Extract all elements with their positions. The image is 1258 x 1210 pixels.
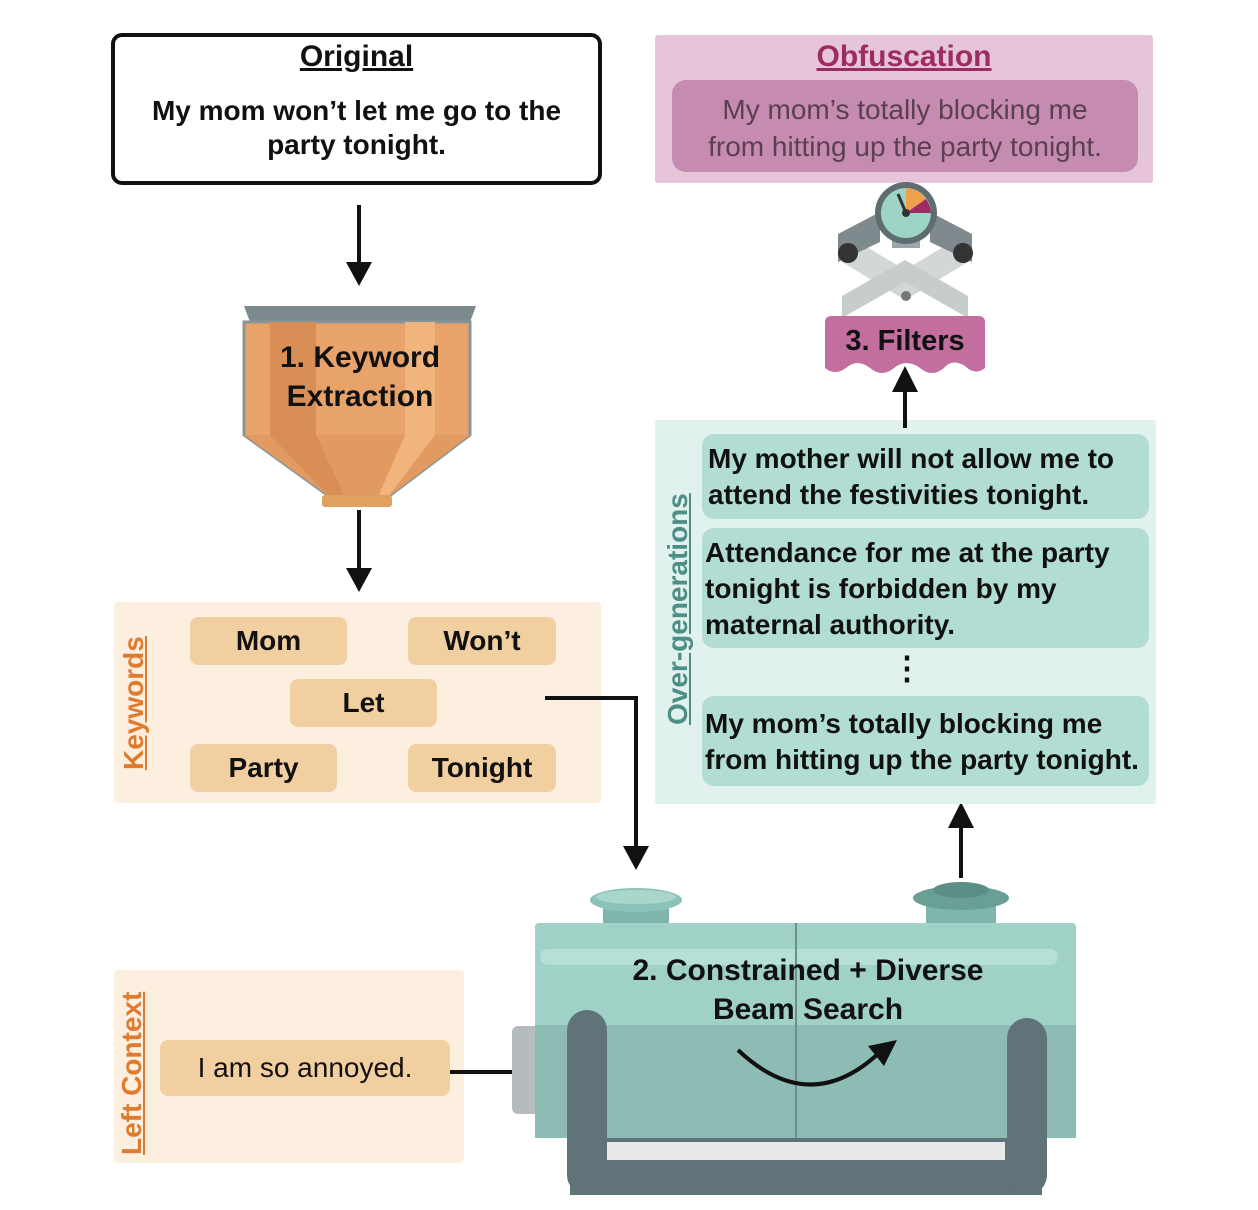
step2-label-line1: 2. Constrained + Diverse: [632, 954, 984, 987]
overgen-text-2: Attendance for me at the party tonight i…: [705, 535, 1145, 643]
keyword-chip-let: Let: [290, 679, 437, 727]
overgen-text-2-line1: Attendance for me at the party: [705, 537, 1110, 568]
obfuscation-text-line1: My mom’s totally blocking me: [722, 94, 1088, 125]
overgen-text-1: My mother will not allow me to attend th…: [708, 441, 1148, 513]
arrow-funnel-to-keywords: [346, 510, 372, 592]
overgen-text-3-line1: My mom’s totally blocking me: [705, 708, 1103, 739]
funnel-icon: [242, 306, 476, 507]
original-text-line1: My mom won’t let me go to the: [151, 95, 562, 126]
keyword-chip-party: Party: [190, 744, 337, 792]
arrow-overgen-to-filters: [892, 366, 918, 428]
filter-device-icon: [825, 182, 985, 373]
left-context-chip: I am so annoyed.: [160, 1040, 450, 1096]
step1-label-line1: 1. Keyword: [279, 341, 441, 374]
left-context-label: Left Context: [116, 991, 147, 1155]
overgen-chip-2: [702, 528, 1149, 648]
arrow-keywords-to-beam: [545, 696, 649, 870]
overgen-text-2-line3: maternal authority.: [705, 609, 955, 640]
overgenerations-label: Over-generations: [662, 493, 693, 725]
overgen-text-3: My mom’s totally blocking me from hittin…: [705, 706, 1150, 778]
keyword-chip-tonight: Tonight: [408, 744, 556, 792]
original-box: [111, 33, 602, 185]
obfuscation-text: My mom’s totally blocking me from hittin…: [672, 91, 1138, 165]
overgen-chip-3: [702, 696, 1149, 786]
original-title: Original: [299, 40, 414, 73]
overgen-text-3-line2: from hitting up the party tonight.: [705, 744, 1139, 775]
keyword-chip-wont: Won’t: [408, 617, 556, 665]
keyword-chip-mom: Mom: [190, 617, 347, 665]
step1-label-line2: Extraction: [286, 380, 434, 413]
arrow-beam-to-overgen: [948, 802, 974, 878]
arrow-original-to-funnel: [346, 205, 372, 286]
overgen-text-1-line1: My mother will not allow me to: [708, 443, 1115, 474]
beam-search-machine-icon: [512, 882, 1076, 1195]
step2-label-line2: Beam Search: [712, 993, 904, 1026]
step2-label: 2. Constrained + Diverse Beam Search: [560, 951, 1056, 1029]
original-text-line2: party tonight.: [267, 129, 446, 160]
overgen-text-1-line2: attend the festivities tonight.: [708, 479, 1090, 510]
step1-label: 1. Keyword Extraction: [244, 338, 476, 416]
obfuscation-text-chip: [672, 80, 1138, 172]
overgen-ellipsis: ⋮: [891, 650, 923, 686]
overgen-text-2-line2: tonight is forbidden by my: [705, 573, 1057, 604]
original-text: My mom won’t let me go to the party toni…: [113, 94, 600, 162]
obfuscation-title: Obfuscation: [816, 40, 992, 73]
overgen-chip-1: [702, 434, 1149, 519]
step3-label: 3. Filters: [845, 325, 965, 357]
keywords-label: Keywords: [118, 636, 149, 770]
obfuscation-text-line2: from hitting up the party tonight.: [708, 131, 1102, 162]
